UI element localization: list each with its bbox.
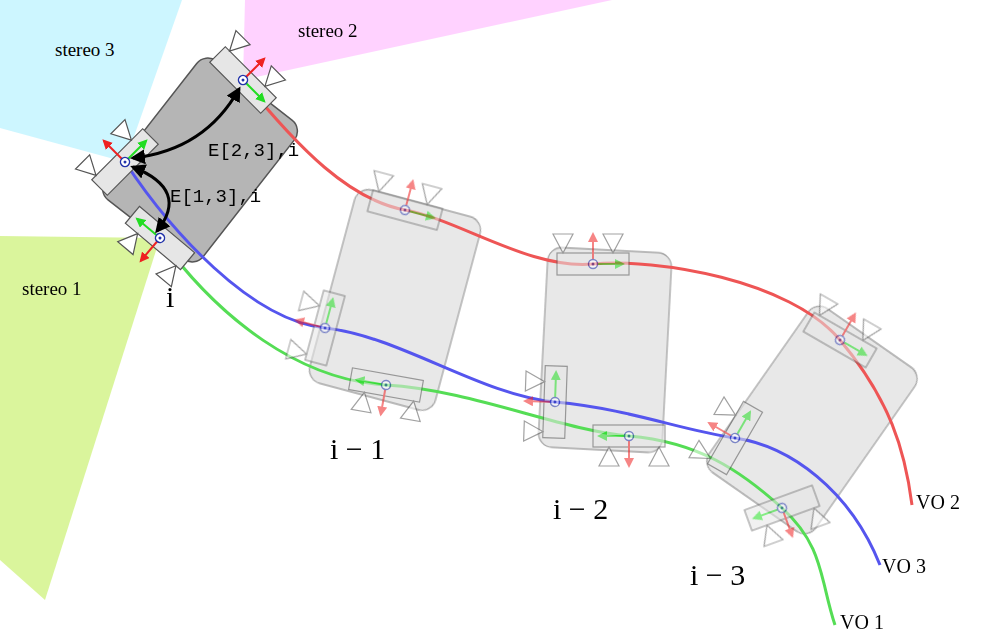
trajectory-label: VO 2 bbox=[916, 492, 960, 512]
extrinsic-label: E[2,3],i bbox=[208, 142, 299, 161]
past-robots bbox=[306, 187, 922, 540]
vo-1-trajectory bbox=[160, 238, 835, 625]
vo-3-trajectory bbox=[125, 162, 880, 565]
pose-index: i − 1 bbox=[330, 434, 385, 464]
pose-index: i bbox=[166, 282, 174, 312]
vo-2-trajectory bbox=[243, 80, 912, 505]
trajectory-label: VO 3 bbox=[882, 556, 926, 576]
camera-label: stereo 1 bbox=[22, 279, 82, 298]
past-cameras bbox=[286, 171, 887, 549]
camera-label: stereo 3 bbox=[55, 40, 115, 59]
fov-stereo-1 bbox=[0, 236, 160, 600]
pose-index: i − 3 bbox=[690, 560, 745, 590]
pose-index: i − 2 bbox=[553, 494, 608, 524]
extrinsic-label: E[1,3],i bbox=[170, 188, 261, 207]
camera-label: stereo 2 bbox=[298, 21, 358, 40]
fov-stereo-2 bbox=[243, 0, 612, 80]
extrinsic-arrow bbox=[133, 167, 169, 231]
trajectory-label: VO 1 bbox=[840, 612, 884, 632]
